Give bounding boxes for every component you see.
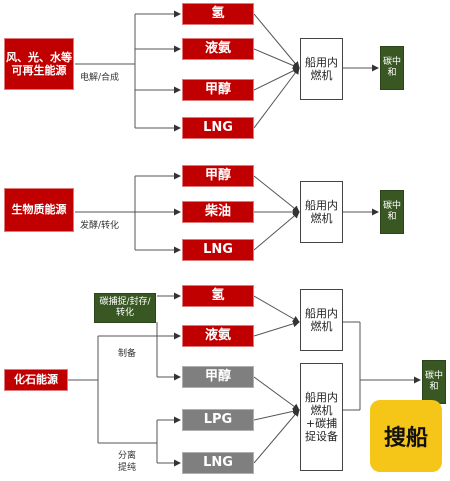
fuel-methanol-2: 甲醇 — [182, 165, 254, 187]
process-electrolysis: 电解/合成 — [80, 73, 120, 83]
source-biomass-label: 生物质能源 — [11, 203, 67, 217]
process-prepare: 制备 — [118, 349, 137, 359]
fuel-ammonia-1: 液氨 — [182, 38, 254, 60]
engine-marine-2-label: 船用内燃机 — [305, 198, 338, 225]
fuel-lng-3: LNG — [182, 452, 254, 474]
fuel-hydrogen-3: 氢 — [182, 285, 254, 307]
engine-marine-2: 船用内燃机 — [300, 181, 343, 243]
fuel-lng-2: LNG — [182, 239, 254, 261]
carbon-capture-box: 碳捕捉/封存/转化 — [94, 293, 156, 323]
source-biomass: 生物质能源 — [4, 188, 74, 232]
fuel-lpg-3: LPG — [182, 409, 254, 431]
outcome-carbon-neutral-1-label: 碳中和 — [382, 57, 401, 78]
outcome-carbon-neutral-1: 碳中和 — [380, 46, 404, 90]
engine-marine-3-label: 船用内燃机 — [305, 306, 338, 333]
fuel-ammonia-3: 液氨 — [182, 325, 254, 347]
process-separate: 分离提纯 — [118, 451, 137, 473]
fuel-methanol-1: 甲醇 — [182, 79, 254, 101]
fuel-lng-1: LNG — [182, 117, 254, 139]
engine-marine-1: 船用内燃机 — [300, 38, 343, 100]
fuel-methanol-3: 甲醇 — [182, 366, 254, 388]
engine-marine-1-label: 船用内燃机 — [305, 55, 338, 82]
source-fossil-label: 化石能源 — [14, 373, 58, 387]
source-renewable: 风、光、水等可再生能源 — [4, 38, 74, 90]
source-fossil: 化石能源 — [4, 369, 68, 391]
outcome-carbon-neutral-2-label: 碳中和 — [382, 201, 401, 222]
watermark-logo: 搜船 — [370, 400, 442, 472]
process-fermentation: 发酵/转化 — [80, 221, 120, 231]
outcome-carbon-neutral-2: 碳中和 — [380, 190, 404, 234]
carbon-capture-label: 碳捕捉/封存/转化 — [99, 297, 151, 318]
source-renewable-label: 风、光、水等可再生能源 — [6, 50, 72, 77]
engine-marine-3: 船用内燃机 — [300, 289, 343, 351]
engine-marine-ccs-label: 船用内燃机+碳捕捉设备 — [305, 390, 338, 444]
fuel-diesel-2: 柴油 — [182, 201, 254, 223]
outcome-carbon-neutral-3-label: 碳中和 — [424, 371, 443, 392]
fuel-hydrogen-1: 氢 — [182, 3, 254, 25]
outcome-carbon-neutral-3: 碳中和 — [422, 360, 446, 404]
engine-marine-ccs: 船用内燃机+碳捕捉设备 — [300, 363, 343, 471]
